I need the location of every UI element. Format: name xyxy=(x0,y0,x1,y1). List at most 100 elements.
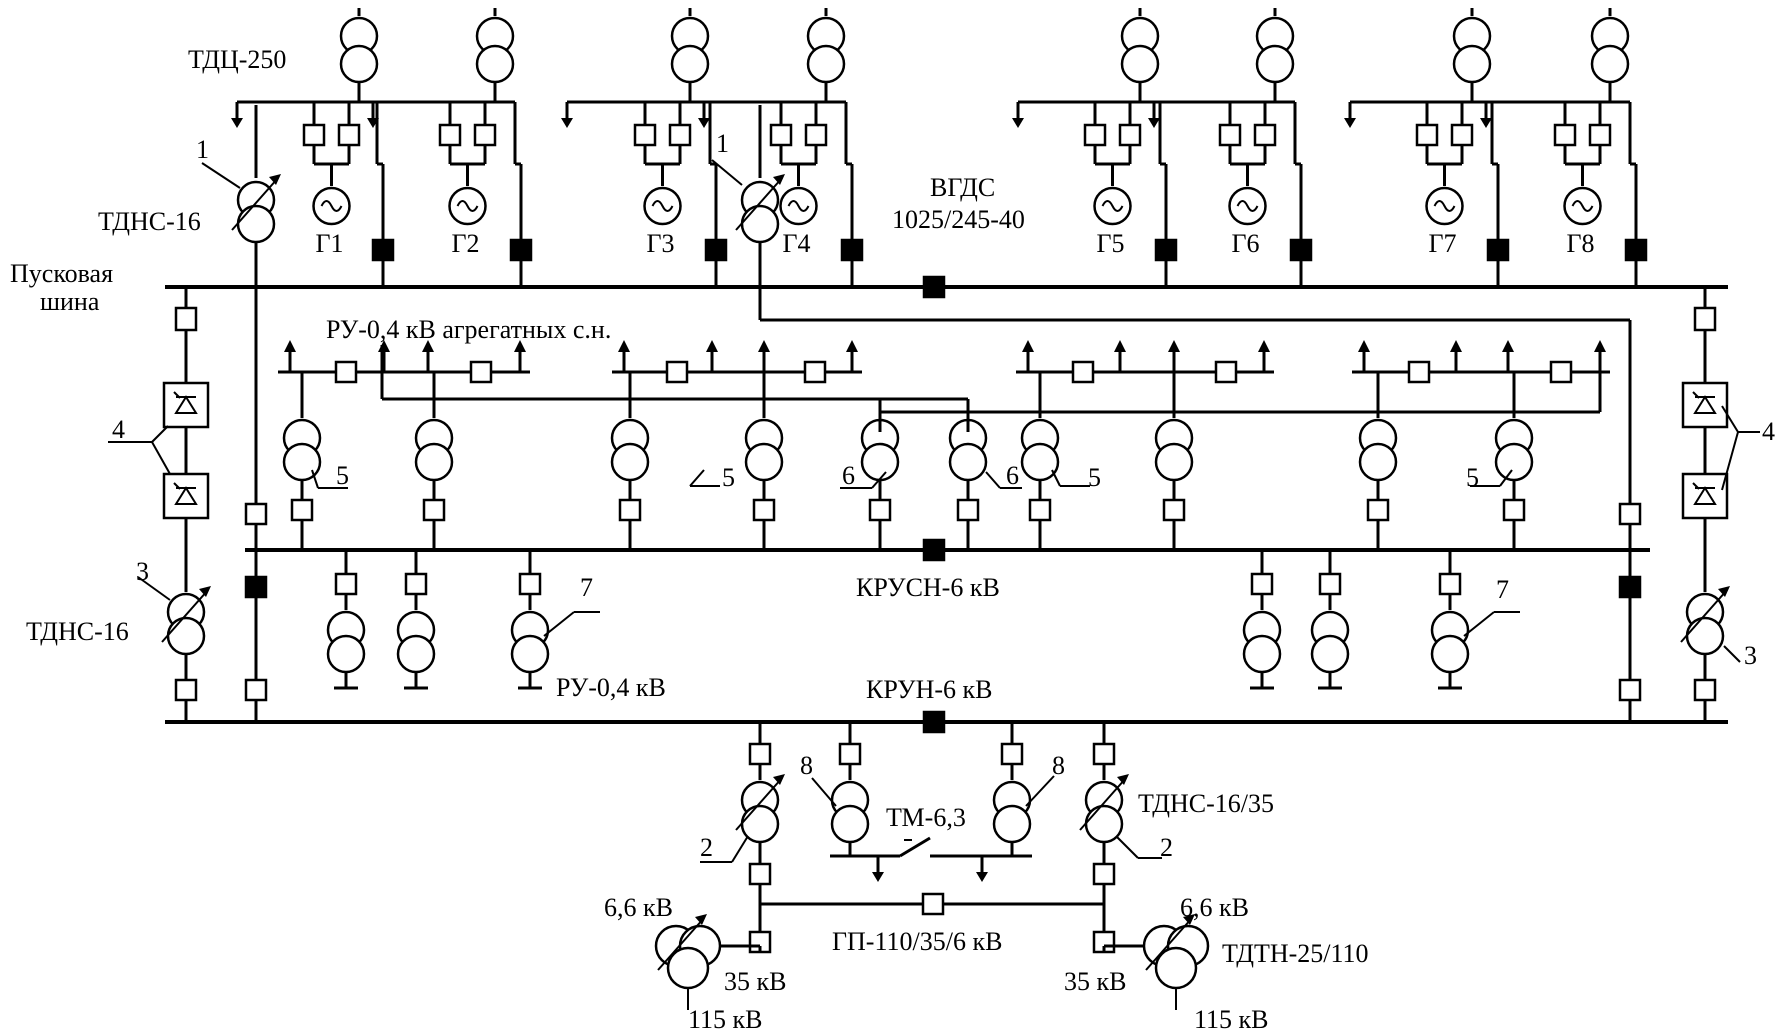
breaker xyxy=(1366,498,1390,522)
breaker xyxy=(668,123,692,147)
label-krun: КРУН-6 кВ xyxy=(866,675,992,704)
aux-section xyxy=(1352,340,1610,384)
callout-2-right: 2 xyxy=(1160,833,1173,862)
breaker xyxy=(1415,123,1439,147)
generator-label: Г7 xyxy=(1429,229,1457,258)
label-ru-0.4kv: РУ-0,4 кВ xyxy=(556,673,666,702)
breaker xyxy=(1218,123,1242,147)
breaker xyxy=(769,123,793,147)
label-115kv-right: 115 кВ xyxy=(1194,1005,1269,1034)
krusn-0.4kv-transformers xyxy=(326,550,1520,690)
breaker xyxy=(518,572,542,596)
tdns16-top-left xyxy=(201,105,281,722)
aux-0.4kv-sections xyxy=(278,340,1610,550)
section-breaker xyxy=(1549,360,1573,384)
aux-section xyxy=(1016,340,1274,384)
aux-section xyxy=(278,340,530,384)
ru-0.4kv-transformer xyxy=(1430,550,1470,690)
label-gp-110-35-6: ГП-110/35/6 кВ xyxy=(832,927,1002,956)
breaker xyxy=(302,123,326,147)
callout-4-right: 4 xyxy=(1762,417,1775,446)
callout-8-right: 8 xyxy=(1052,751,1065,780)
label-tm-6.3: ТМ-6,3 xyxy=(886,803,966,832)
generator-unit: Г2 xyxy=(367,8,533,287)
callout-4-left: 4 xyxy=(112,415,125,444)
ru-0.4kv-transformer xyxy=(510,550,550,690)
breaker xyxy=(290,498,314,522)
breaker xyxy=(1028,498,1052,522)
breaker xyxy=(1438,572,1462,596)
aux-transformer xyxy=(414,372,454,550)
callout-7-right: 7 xyxy=(1496,575,1509,604)
generator-label: Г5 xyxy=(1097,229,1125,258)
label-vgds-line2: 1025/245-40 xyxy=(892,205,1025,234)
gp-110-35-6-block xyxy=(654,722,1210,1010)
ru-0.4kv-transformer xyxy=(396,550,436,690)
start-bus xyxy=(165,275,1728,299)
start-bus-disconnector xyxy=(704,238,728,262)
aux-transformer xyxy=(744,372,784,550)
section-breaker xyxy=(803,360,827,384)
section-breaker xyxy=(1071,360,1095,384)
breaker xyxy=(956,498,980,522)
label-start-bus-line1: Пусковая xyxy=(10,259,113,288)
breaker xyxy=(752,498,776,522)
start-bus-disconnector xyxy=(371,238,395,262)
generator-label: Г3 xyxy=(647,229,675,258)
section-breaker xyxy=(469,360,493,384)
ru-0.4kv-transformer xyxy=(1242,550,1282,690)
start-bus-disconnector xyxy=(509,238,533,262)
label-tdc-250: ТДЦ-250 xyxy=(188,45,286,74)
breaker xyxy=(1118,123,1142,147)
label-35kv-left: 35 кВ xyxy=(724,967,786,996)
callout-6-a: 6 xyxy=(842,461,855,490)
breaker xyxy=(1588,123,1612,147)
callout-8-left: 8 xyxy=(800,751,813,780)
breaker xyxy=(1553,123,1577,147)
generator-unit: Г8 xyxy=(1480,8,1648,287)
section-breaker xyxy=(1407,360,1431,384)
breaker xyxy=(473,123,497,147)
breaker xyxy=(1253,123,1277,147)
callout-2-left: 2 xyxy=(700,833,713,862)
breaker xyxy=(334,572,358,596)
generator-unit: Г5 xyxy=(1012,8,1178,287)
breaker xyxy=(1318,572,1342,596)
aux-transformer xyxy=(282,372,322,550)
callout-1-left: 1 xyxy=(196,135,209,164)
breaker xyxy=(1083,123,1107,147)
generator-unit: Г4 xyxy=(698,8,864,287)
breaker xyxy=(804,123,828,147)
ru-0.4kv-transformer xyxy=(326,550,366,690)
label-ru-aggregate: РУ-0,4 кВ агрегатных с.н. xyxy=(326,315,611,344)
callout-5-a: 5 xyxy=(336,461,349,490)
label-tdns-16-35: ТДНС-16/35 xyxy=(1138,789,1274,818)
callout-5-d: 5 xyxy=(1466,463,1479,492)
aux-interconnect xyxy=(380,345,1602,432)
breaker xyxy=(1502,498,1526,522)
breaker xyxy=(438,123,462,147)
label-35kv-right: 35 кВ xyxy=(1064,967,1126,996)
label-6.6kv-right: 6,6 кВ xyxy=(1180,893,1249,922)
krun-bus xyxy=(165,710,1728,734)
label-krusn: КРУСН-6 кВ xyxy=(856,573,1000,602)
callout-5-c: 5 xyxy=(1088,463,1101,492)
generator-label: Г1 xyxy=(316,229,344,258)
aux-section xyxy=(612,340,862,384)
tdns16-top-right xyxy=(711,105,1642,722)
callout-3-right: 3 xyxy=(1744,641,1757,670)
ru-0.4kv-transformer xyxy=(1310,550,1350,690)
generator-label: Г2 xyxy=(452,229,480,258)
aux-transformer xyxy=(1358,372,1398,550)
label-tdtn-25-110: ТДТН-25/110 xyxy=(1222,939,1369,968)
right-start-chain xyxy=(1680,287,1760,722)
section-breaker xyxy=(665,360,689,384)
generator-label: Г6 xyxy=(1232,229,1260,258)
reserve-aux-transformer xyxy=(860,399,900,550)
reserve-aux-transformer xyxy=(948,399,988,550)
label-tdns16-top: ТДНС-16 xyxy=(98,207,201,236)
start-bus-disconnector xyxy=(840,238,864,262)
label-6.6kv-left: 6,6 кВ xyxy=(604,893,673,922)
callout-1-right: 1 xyxy=(716,129,729,158)
breaker xyxy=(1450,123,1474,147)
